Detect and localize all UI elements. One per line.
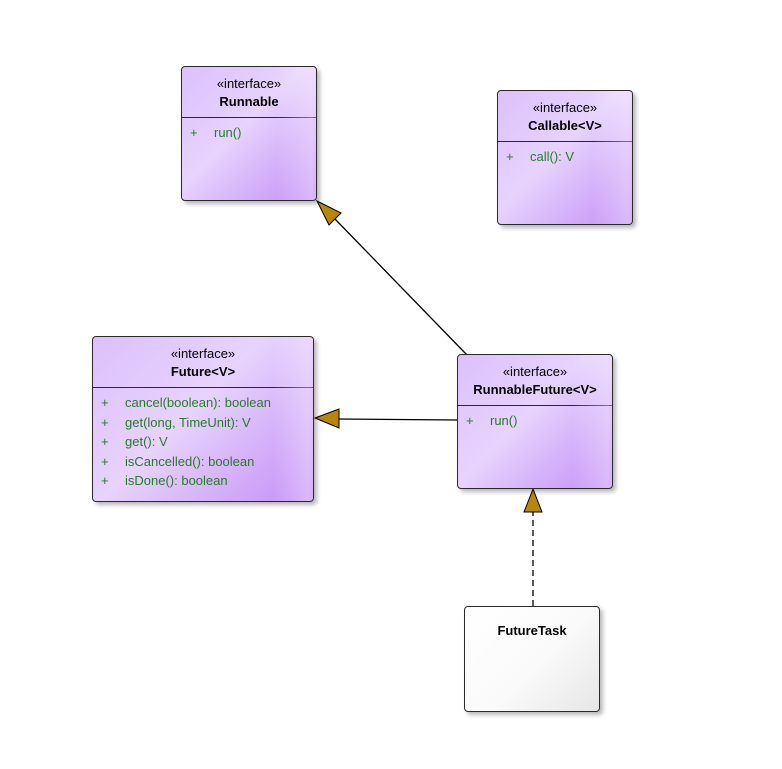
operation-signature: run()	[214, 125, 242, 140]
visibility-marker: +	[506, 149, 514, 164]
box-header: «interface» RunnableFuture<V>	[458, 355, 612, 399]
visibility-marker: +	[466, 413, 474, 428]
interface-name: RunnableFuture<V>	[473, 382, 597, 397]
box-header: FutureTask	[465, 607, 599, 640]
generalization-arrowhead-runnable	[315, 199, 342, 226]
callable-interface-box[interactable]: «interface» Callable<V> + call(): V	[497, 90, 633, 225]
realization-arrowhead	[523, 487, 543, 513]
stereotype-label: «interface»	[216, 76, 282, 91]
operation-row[interactable]: + run()	[458, 411, 612, 431]
operation-row[interactable]: + cancel(boolean): boolean	[93, 393, 313, 413]
visibility-marker: +	[101, 453, 109, 469]
generalization-line-future	[338, 418, 459, 421]
visibility-marker: +	[101, 395, 109, 410]
operations-compartment: + run()	[182, 118, 316, 143]
compartment-divider	[458, 405, 612, 406]
operation-row[interactable]: + call(): V	[498, 147, 632, 167]
operation-signature: cancel(boolean): boolean	[125, 395, 271, 410]
stereotype-label: «interface»	[170, 346, 236, 361]
compartment-divider	[498, 141, 632, 142]
runnable-interface-box[interactable]: «interface» Runnable + run()	[181, 66, 317, 201]
operations-compartment: + call(): V	[498, 142, 632, 167]
generalization-arrowhead-future	[313, 408, 340, 429]
box-header: «interface» Runnable	[182, 67, 316, 111]
visibility-marker: +	[101, 414, 109, 430]
box-header: «interface» Future<V>	[93, 337, 313, 381]
visibility-marker: +	[190, 125, 198, 140]
runnablefuture-interface-box[interactable]: «interface» RunnableFuture<V> + run()	[457, 354, 613, 489]
interface-name: Future<V>	[170, 364, 236, 379]
future-interface-box[interactable]: «interface» Future<V> + cancel(boolean):…	[92, 336, 314, 502]
operations-compartment: + cancel(boolean): boolean + get(long, T…	[93, 388, 313, 491]
operation-signature: isCancelled(): boolean	[125, 453, 255, 469]
box-header: «interface» Callable<V>	[498, 91, 632, 135]
operation-signature: call(): V	[530, 149, 575, 164]
operation-signature: isDone(): boolean	[125, 473, 228, 488]
generalization-line-runnable	[334, 218, 468, 356]
compartment-divider	[93, 387, 313, 388]
stereotype-label: «interface»	[532, 100, 598, 115]
visibility-marker: +	[101, 473, 109, 488]
operations-compartment: + run()	[458, 406, 612, 431]
compartment-divider	[182, 117, 316, 118]
interface-name: Runnable	[219, 94, 279, 109]
operation-signature: get(): V	[125, 434, 168, 449]
interface-name: Callable<V>	[528, 118, 602, 133]
operation-row[interactable]: + isDone(): boolean	[93, 471, 313, 491]
futuretask-class-box[interactable]: FutureTask	[464, 606, 600, 712]
operation-signature: run()	[490, 413, 518, 428]
operation-row[interactable]: + isCancelled(): boolean	[93, 452, 313, 472]
operation-row[interactable]: + get(): V	[93, 432, 313, 452]
class-name: FutureTask	[497, 623, 567, 638]
operation-row[interactable]: + get(long, TimeUnit): V	[93, 413, 313, 433]
operation-signature: get(long, TimeUnit): V	[125, 414, 251, 430]
visibility-marker: +	[101, 434, 109, 449]
stereotype-label: «interface»	[502, 364, 568, 379]
operation-row[interactable]: + run()	[182, 123, 316, 143]
